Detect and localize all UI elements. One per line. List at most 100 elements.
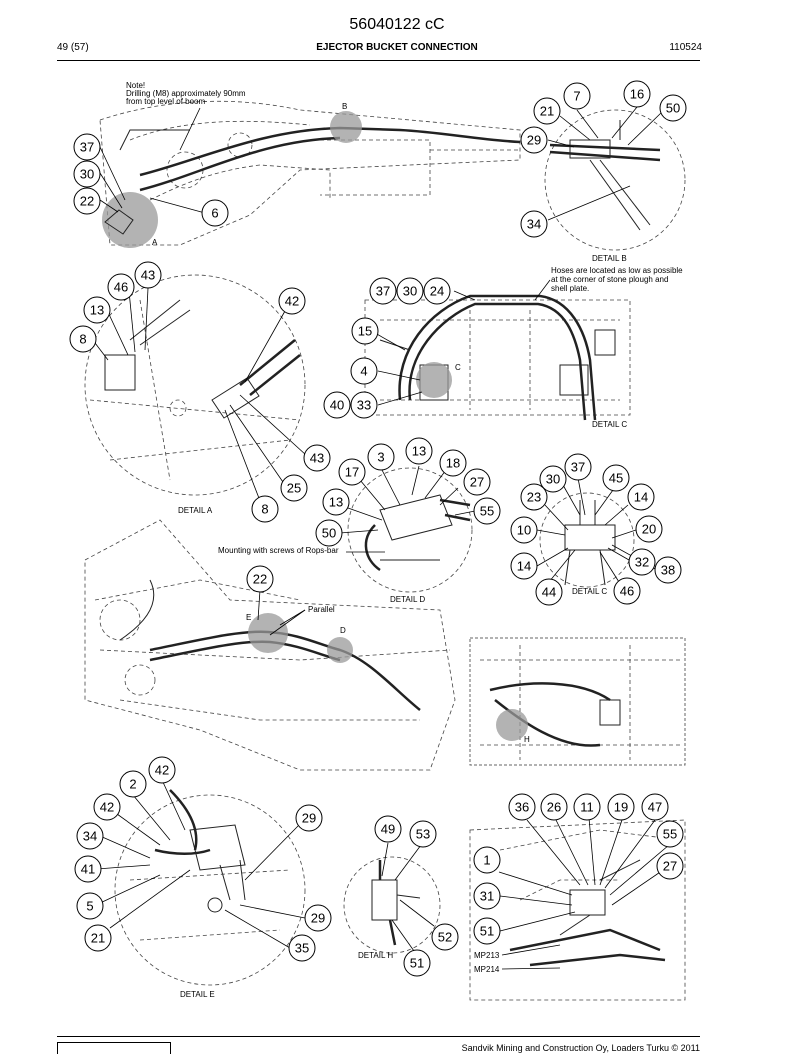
callout-43: 43	[303, 444, 331, 472]
callout-45: 45	[602, 464, 630, 492]
footer-rule	[57, 1036, 700, 1037]
svg-text:42: 42	[100, 800, 114, 815]
callout-20: 20	[635, 515, 663, 543]
callout-14: 14	[627, 483, 655, 511]
svg-text:16: 16	[630, 87, 644, 102]
callout-37: 37	[73, 133, 101, 161]
callout-29: 29	[304, 904, 332, 932]
spot-label-d: D	[340, 626, 346, 635]
callout-22: 22	[246, 565, 274, 593]
callout-13: 13	[322, 488, 350, 516]
callout-30: 30	[73, 160, 101, 188]
callout-7: 7	[563, 82, 591, 110]
callout-42: 42	[278, 287, 306, 315]
spot-label-h: H	[524, 735, 530, 744]
callout-18: 18	[439, 449, 467, 477]
callout-38: 38	[654, 556, 682, 584]
drilling-note-line-2: Drilling (M8) approximately 90mm	[126, 89, 246, 98]
callout-29: 29	[520, 126, 548, 154]
svg-text:40: 40	[330, 398, 344, 413]
svg-text:27: 27	[470, 475, 484, 490]
callout-40: 40	[323, 391, 351, 419]
svg-text:49: 49	[381, 822, 395, 837]
spot-label-e: E	[246, 613, 251, 622]
detail-a	[84, 274, 306, 496]
callout-11: 11	[573, 793, 601, 821]
mp213-label: MP213	[474, 951, 500, 960]
callout-33: 33	[350, 391, 378, 419]
svg-text:41: 41	[81, 862, 95, 877]
callout-2: 2	[119, 770, 147, 798]
callout-42: 42	[93, 793, 121, 821]
detail-c-small-label: DETAIL C	[592, 420, 627, 429]
callout-46: 46	[107, 273, 135, 301]
callout-49: 49	[374, 815, 402, 843]
detail-c-label: DETAIL C	[572, 587, 607, 596]
callout-41: 41	[74, 855, 102, 883]
svg-text:42: 42	[285, 294, 299, 309]
svg-text:17: 17	[345, 465, 359, 480]
svg-text:50: 50	[322, 526, 336, 541]
detail-e	[114, 789, 306, 986]
svg-text:8: 8	[261, 502, 268, 517]
callout-37: 37	[369, 277, 397, 305]
callout-6: 6	[201, 199, 229, 227]
callout-32: 32	[628, 548, 656, 576]
callout-23: 23	[520, 483, 548, 511]
svg-text:14: 14	[634, 490, 648, 505]
callout-15: 15	[351, 317, 379, 345]
callout-34: 34	[520, 210, 548, 238]
svg-text:18: 18	[446, 456, 460, 471]
mounting-note: Mounting with screws of Rops-bar	[218, 546, 339, 555]
callout-26: 26	[540, 793, 568, 821]
svg-text:1: 1	[483, 853, 490, 868]
svg-text:4: 4	[360, 364, 367, 379]
svg-text:26: 26	[547, 800, 561, 815]
svg-text:19: 19	[614, 800, 628, 815]
callout-30: 30	[539, 465, 567, 493]
callout-27: 27	[463, 468, 491, 496]
svg-text:46: 46	[620, 584, 634, 599]
callout-8: 8	[251, 495, 279, 523]
svg-text:36: 36	[515, 800, 529, 815]
detail-d	[347, 467, 473, 593]
svg-text:55: 55	[480, 504, 494, 519]
svg-text:5: 5	[86, 899, 93, 914]
callout-4: 4	[350, 357, 378, 385]
svg-text:34: 34	[527, 217, 541, 232]
svg-text:52: 52	[438, 930, 452, 945]
hoses-note-line-1: Hoses are located as low as possible	[551, 266, 683, 275]
spot-label-b: B	[342, 102, 347, 111]
callout-53: 53	[409, 820, 437, 848]
boom-overview	[99, 100, 521, 248]
callout-46: 46	[613, 577, 641, 605]
mp214-label: MP214	[474, 965, 500, 974]
svg-text:23: 23	[527, 490, 541, 505]
callout-29: 29	[295, 804, 323, 832]
svg-text:33: 33	[357, 398, 371, 413]
callout-8: 8	[69, 325, 97, 353]
svg-text:51: 51	[480, 924, 494, 939]
svg-text:6: 6	[211, 206, 218, 221]
hoses-note-line-2: at the corner of stone plough and	[551, 275, 668, 284]
callout-22: 22	[73, 187, 101, 215]
callout-3: 3	[367, 443, 395, 471]
callout-50: 50	[315, 519, 343, 547]
svg-text:29: 29	[302, 811, 316, 826]
loader-frame	[84, 519, 456, 771]
svg-text:45: 45	[609, 471, 623, 486]
callout-30: 30	[396, 277, 424, 305]
sandvik-logo	[57, 1042, 171, 1054]
document-number: 56040122 cC	[349, 16, 445, 33]
svg-text:47: 47	[648, 800, 662, 815]
svg-text:34: 34	[83, 829, 97, 844]
svg-text:50: 50	[666, 101, 680, 116]
svg-text:32: 32	[635, 555, 649, 570]
svg-text:7: 7	[573, 89, 580, 104]
callout-24: 24	[423, 277, 451, 305]
svg-text:51: 51	[410, 956, 424, 971]
footer-copyright: Sandvik Mining and Construction Oy, Load…	[461, 1043, 700, 1053]
callout-21: 21	[84, 924, 112, 952]
svg-text:13: 13	[329, 495, 343, 510]
